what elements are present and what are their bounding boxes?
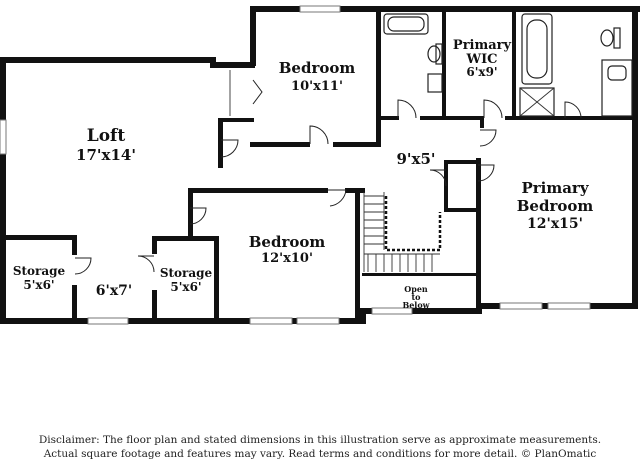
label-primary-bedroom-1: Primary — [521, 179, 589, 197]
disclaimer-line-1: Disclaimer: The floor plan and stated di… — [38, 434, 602, 446]
stairs — [363, 192, 442, 272]
exterior-walls — [0, 6, 640, 324]
bath-fixtures — [383, 13, 633, 117]
interior-walls — [6, 6, 636, 322]
windows — [0, 5, 591, 325]
dims-primary-bedroom: 12'x15' — [527, 216, 583, 232]
dims-primary-wic: 6'x9' — [466, 65, 497, 79]
dims-landing: 6'x7' — [96, 283, 132, 299]
disclaimer-line-2: Actual square footage and features may v… — [43, 448, 597, 460]
label-bedroom-mid: Bedroom — [249, 233, 326, 251]
doors — [74, 70, 582, 275]
label-bedroom-top: Bedroom — [279, 59, 356, 77]
label-primary-wic-2: WIC — [465, 52, 497, 67]
dims-hall: 9'x5' — [396, 150, 435, 168]
dims-loft: 17'x14' — [76, 146, 136, 164]
dims-storage-mid: 5'x6' — [170, 280, 201, 294]
label-primary-bedroom-2: Bedroom — [517, 197, 594, 215]
dims-bedroom-mid: 12'x10' — [261, 251, 313, 266]
label-open-below-2: to — [411, 292, 421, 302]
label-loft: Loft — [87, 126, 126, 146]
label-open-below-3: Below — [402, 300, 430, 310]
label-primary-wic-1: Primary — [453, 38, 512, 53]
room-labels: Bedroom 10'x11' Primary WIC 6'x9' Loft 1… — [13, 38, 594, 310]
dims-storage-left: 5'x6' — [23, 278, 54, 292]
label-storage-mid: Storage — [160, 266, 213, 280]
dims-bedroom-top: 10'x11' — [291, 79, 343, 94]
label-storage-left: Storage — [13, 264, 66, 278]
label-open-below-1: Open — [404, 284, 428, 294]
